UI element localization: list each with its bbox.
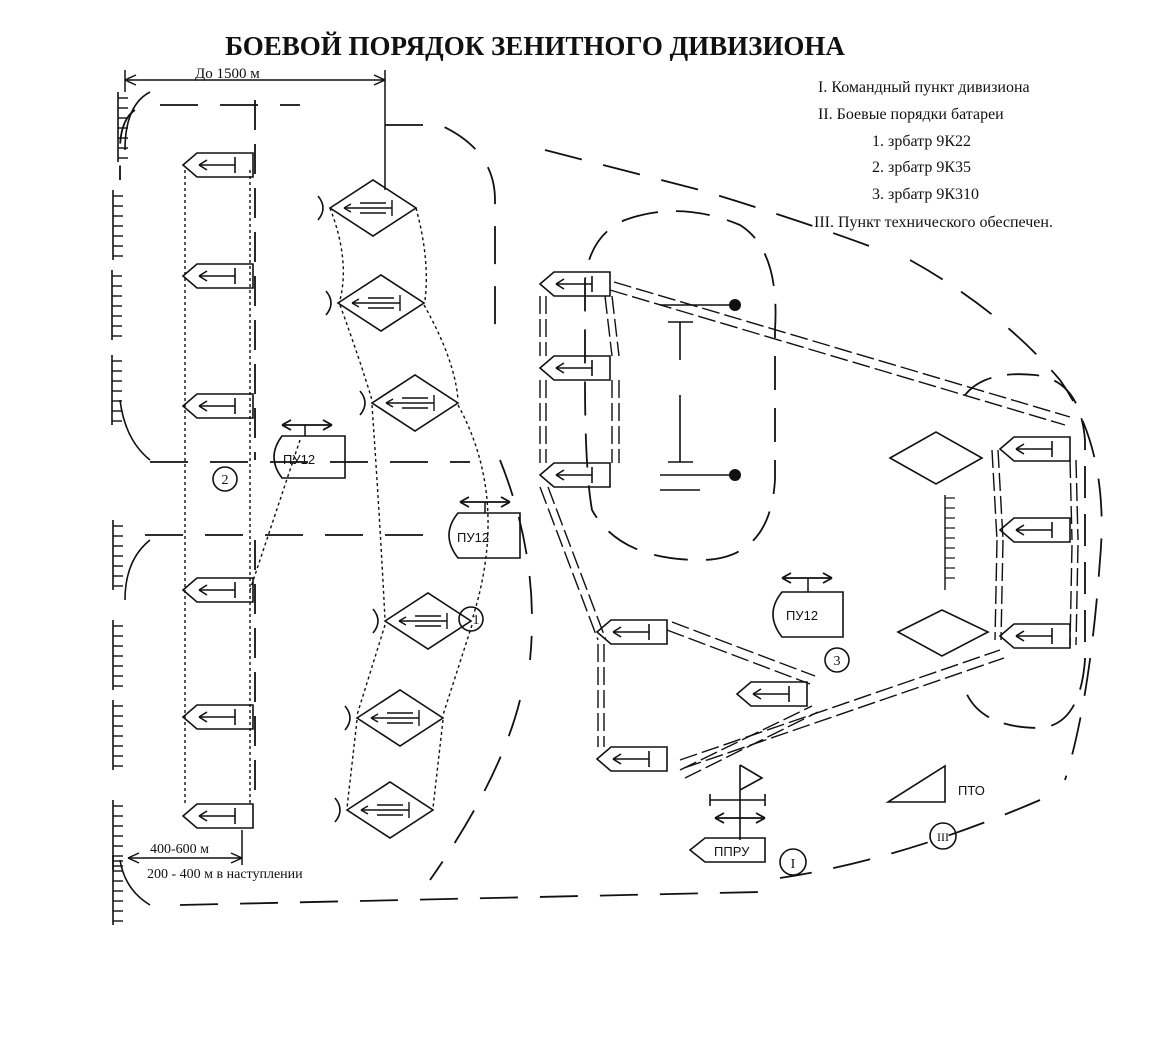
- pu12-c-label: ПУ12: [786, 608, 818, 623]
- legend: I. Командный пункт дивизиона II. Боевые …: [814, 79, 1053, 231]
- battery-1-diamonds: [249, 179, 489, 839]
- range-bottom-label-2: 200 - 400 м в наступлении: [147, 867, 303, 882]
- left-hatch-group: [111, 91, 151, 926]
- ppru-label: ППРУ: [714, 844, 750, 859]
- pu12-unit-a: ПУ12: [273, 419, 346, 479]
- pto-point: ПТО: [885, 764, 985, 803]
- command-post: ППРУ: [688, 764, 766, 863]
- battery-center-vehicles: [539, 271, 1071, 641]
- pu12-unit-c: ПУ12: [772, 572, 844, 638]
- range-top-label: До 1500 м: [195, 66, 260, 82]
- range-bottom-label-1: 400-600 м: [150, 842, 209, 857]
- division-boundary: [119, 104, 1103, 906]
- pto-label: ПТО: [958, 783, 985, 798]
- legend-item-5: 3. зрбатр 9К310: [872, 186, 979, 203]
- legend-item-3: 1. зрбатр 9К22: [872, 133, 971, 150]
- legend-item-6: III. Пункт технического обеспечен.: [814, 214, 1053, 231]
- legend-item-4: 2. зрбатр 9К35: [872, 159, 971, 176]
- diagram-title: БОЕВОЙ ПОРЯДОК ЗЕНИТНОГО ДИВИЗИОНА: [225, 31, 845, 61]
- range-dimension-bottom: 400-600 м 200 - 400 м в наступлении: [127, 830, 303, 882]
- marker-3: 3: [834, 654, 841, 669]
- battery-2-vehicles: [182, 100, 256, 829]
- right-battery-area: [888, 373, 1086, 729]
- marker-2: 2: [222, 473, 229, 488]
- marker-III: III: [937, 830, 949, 844]
- legend-item-2: II. Боевые порядки батареи: [818, 106, 1004, 123]
- range-dimension-top: До 1500 м: [124, 66, 386, 190]
- marker-1: 1: [473, 613, 480, 628]
- battery-3-vehicles: [596, 619, 1005, 779]
- battery-markers: 2 1 3 I III: [212, 466, 957, 876]
- center-area: [584, 210, 777, 561]
- pu12-unit-b: ПУ12: [448, 496, 521, 559]
- pu12-b-label: ПУ12: [457, 530, 489, 545]
- legend-item-1: I. Командный пункт дивизиона: [818, 79, 1030, 96]
- marker-I: I: [791, 857, 796, 872]
- pu12-a-label: ПУ12: [283, 452, 315, 467]
